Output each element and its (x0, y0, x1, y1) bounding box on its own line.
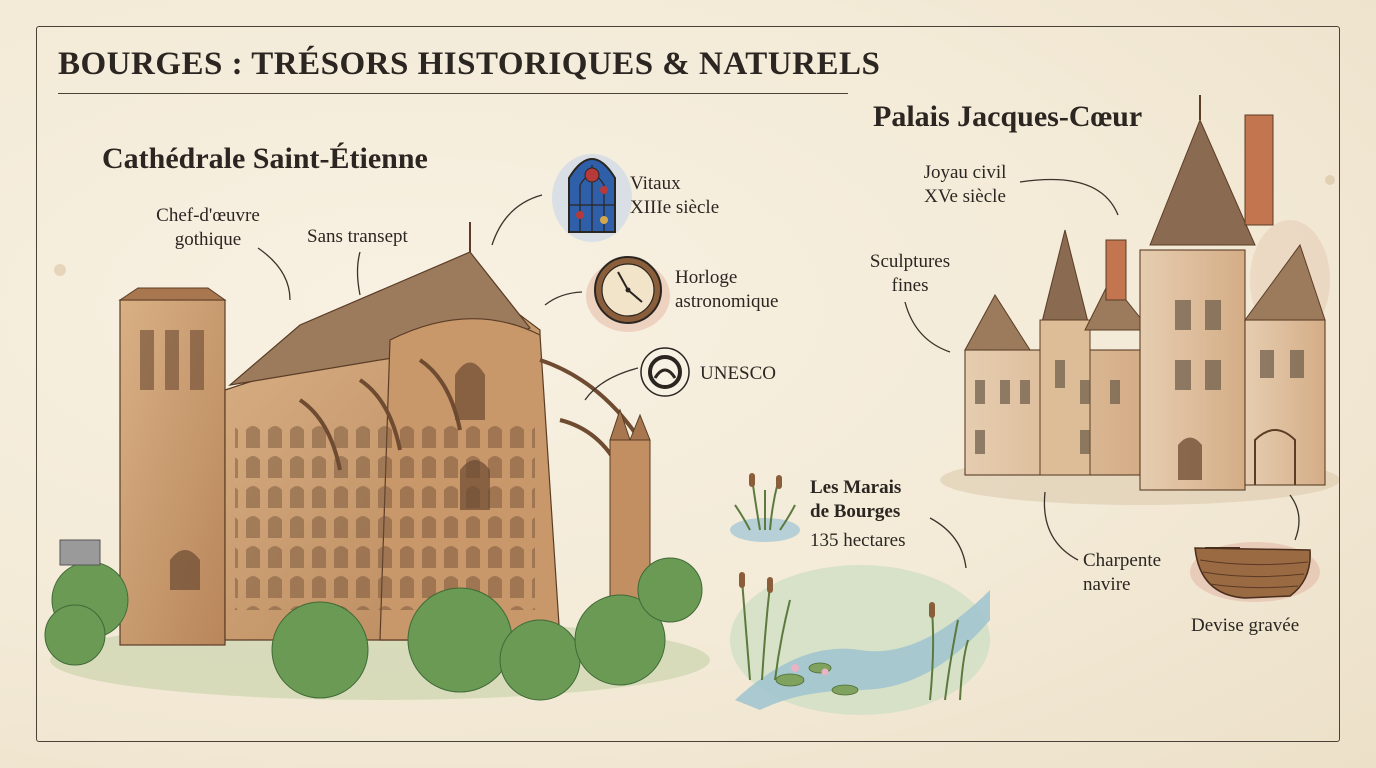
title-underline (58, 93, 848, 94)
label-horloge: Horloge astronomique (675, 267, 779, 312)
marais-landscape (730, 565, 990, 715)
cathedral-heading: Cathédrale Saint-Étienne (102, 142, 428, 175)
stained-glass-icon (552, 154, 632, 242)
label-sans-transept: Sans transept (307, 226, 408, 247)
page-title: BOURGES : TRÉSORS HISTORIQUES & NATURELS (58, 46, 881, 82)
label-sculptures: Sculptures fines (869, 251, 951, 296)
label-joyau-civil: Joyau civil XVe siècle (923, 162, 1007, 207)
label-vitraux: Vitaux XIIIe siècle (630, 173, 720, 218)
label-unesco: UNESCO (700, 363, 777, 384)
marais-leader-line (929, 517, 967, 569)
palais-heading: Palais Jacques-Cœur (873, 100, 1143, 133)
unesco-emblem-icon (640, 347, 690, 397)
label-charpente: Charpente navire (1083, 550, 1162, 595)
ship-hull-icon (1190, 542, 1320, 602)
marais-reeds-icon (730, 473, 800, 542)
label-chef-doeuvre: Chef-d'œuvre gothique (156, 205, 260, 250)
cathedral-illustration (44, 222, 710, 701)
cathedral-leader-lines (257, 194, 639, 401)
palais-leader-lines (904, 178, 1300, 561)
astronomical-clock-icon (586, 256, 670, 332)
marais-title: Les Marais de Bourges (810, 477, 902, 522)
marais-area: 135 hectares (810, 530, 906, 551)
label-devise: Devise gravée (1191, 615, 1300, 636)
palais-illustration (940, 95, 1340, 505)
